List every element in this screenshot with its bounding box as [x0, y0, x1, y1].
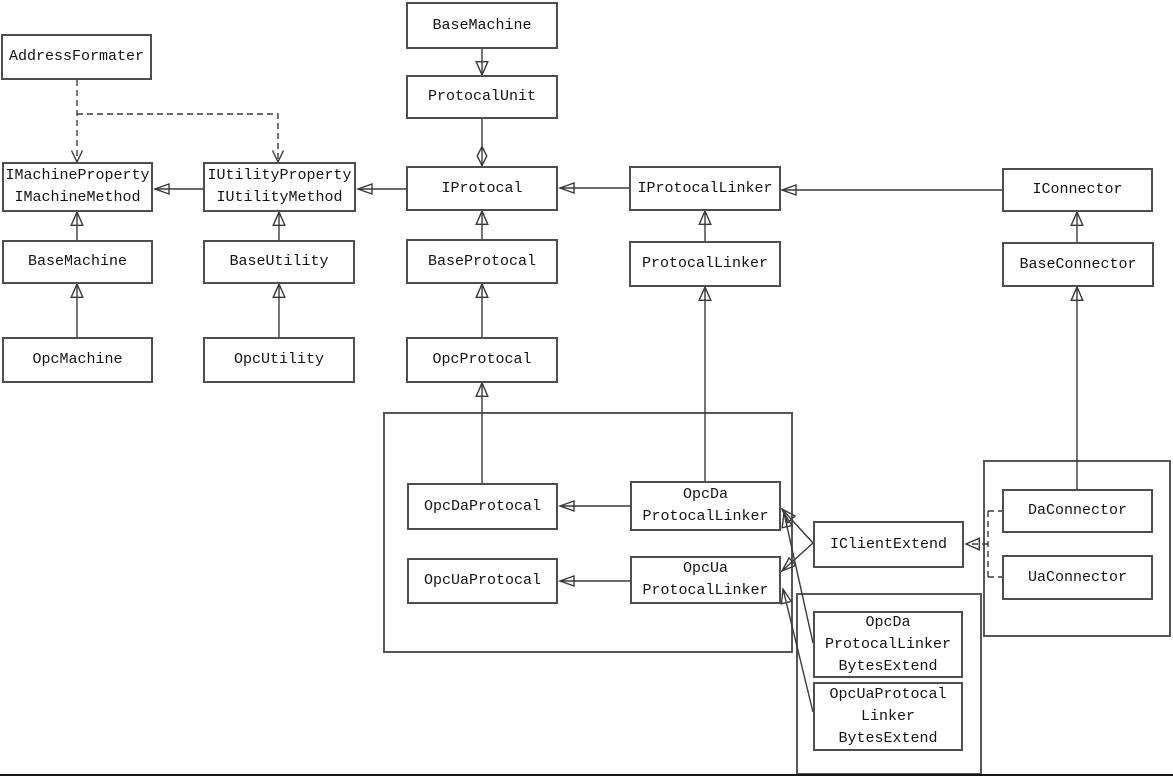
class-ua-connector: UaConnector: [1002, 555, 1153, 600]
interface-iprotocal: IProtocal: [406, 166, 558, 211]
class-protocal-unit: ProtocalUnit: [406, 75, 558, 119]
class-da-connector: DaConnector: [1002, 489, 1153, 533]
class-address-formater: AddressFormater: [1, 34, 152, 80]
edge-opcdabytesextend-opcdaprotocallinker: [781, 510, 814, 644]
edge-iclientextend-opcuaprotocallinker: [780, 542, 814, 573]
group-opc-protocal-impl: [383, 412, 793, 653]
class-base-connector: BaseConnector: [1002, 242, 1154, 287]
bottom-edge-line: [0, 774, 1173, 776]
class-opc-da-protocal-linker: OpcDa ProtocalLinker: [630, 481, 781, 531]
class-opc-machine: OpcMachine: [2, 337, 153, 383]
interface-iclient-extend: IClientExtend: [813, 521, 964, 568]
interface-iconnector: IConnector: [1002, 168, 1153, 212]
edge-addressformater-iutility: [77, 113, 285, 164]
class-base-machine-top: BaseMachine: [406, 2, 558, 49]
class-base-protocal: BaseProtocal: [406, 239, 558, 284]
interface-iutility: IUtilityProperty IUtilityMethod: [203, 162, 356, 212]
interface-iprotocal-linker: IProtocalLinker: [629, 166, 781, 211]
class-opc-da-protocal: OpcDaProtocal: [407, 483, 558, 530]
class-opc-ua-protocal: OpcUaProtocal: [407, 558, 558, 604]
class-opc-ua-protocal-linker-bytes-extend: OpcUaProtocal Linker BytesExtend: [813, 682, 963, 751]
edge-opcuabytesextend-opcuaprotocallinker: [780, 586, 814, 713]
class-opc-protocal: OpcProtocal: [406, 337, 558, 383]
interface-imachine: IMachineProperty IMachineMethod: [2, 162, 153, 212]
class-opc-da-protocal-linker-bytes-extend: OpcDa ProtocalLinker BytesExtend: [813, 611, 963, 678]
class-base-machine: BaseMachine: [2, 240, 153, 284]
class-opc-ua-protocal-linker: OpcUa ProtocalLinker: [630, 556, 781, 604]
class-protocal-linker: ProtocalLinker: [629, 241, 781, 287]
class-base-utility: BaseUtility: [203, 240, 355, 284]
class-opc-utility: OpcUtility: [203, 337, 355, 383]
